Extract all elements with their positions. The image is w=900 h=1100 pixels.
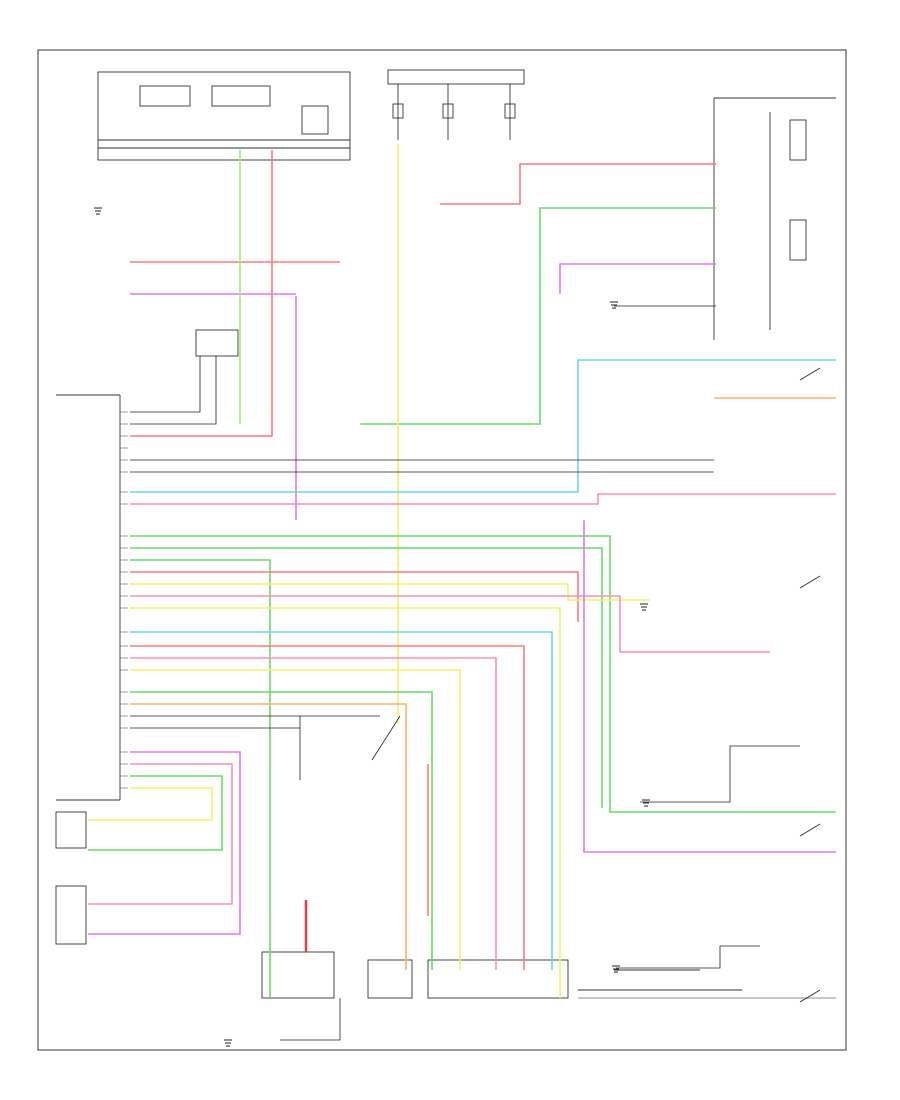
wire-violet-top (295, 263, 716, 520)
fuse-block (387, 69, 525, 140)
wire-red-3 (130, 571, 579, 622)
wire-violet-low (88, 751, 241, 935)
wire-lightblue-2 (130, 631, 553, 970)
wire-pink-mid (130, 493, 836, 505)
wire-red-top (440, 163, 716, 205)
wire-pink-2 (130, 595, 770, 653)
wire-bundle (88, 144, 836, 999)
wire-yellow-4 (130, 669, 461, 970)
wire-orange-2 (130, 703, 407, 970)
wire-green-3 (130, 559, 271, 998)
wire-red-vert (130, 150, 273, 437)
right-module (713, 97, 836, 340)
signal-lines (130, 305, 821, 1041)
wire-green-low (88, 775, 223, 851)
wire-pink-3 (130, 657, 497, 970)
wire-red-4 (130, 645, 525, 970)
ground-symbols (94, 207, 650, 1047)
wire-pink-low (88, 763, 233, 905)
wire-green-1 (130, 535, 836, 813)
wire-green-2 (130, 547, 603, 808)
bottom-components (261, 951, 742, 999)
connector-pins (120, 411, 128, 789)
wire-green-top (360, 207, 716, 425)
top-module-box (97, 71, 351, 161)
left-module (55, 329, 239, 945)
wire-green-4 (130, 691, 433, 970)
wire-yellow-low (88, 787, 213, 821)
wire-yellow-2 (130, 583, 650, 601)
diagram-frame (37, 49, 847, 1051)
wire-yellow-3 (130, 607, 561, 998)
wire-lightblue (130, 359, 836, 493)
wire-violet-right (583, 520, 836, 853)
